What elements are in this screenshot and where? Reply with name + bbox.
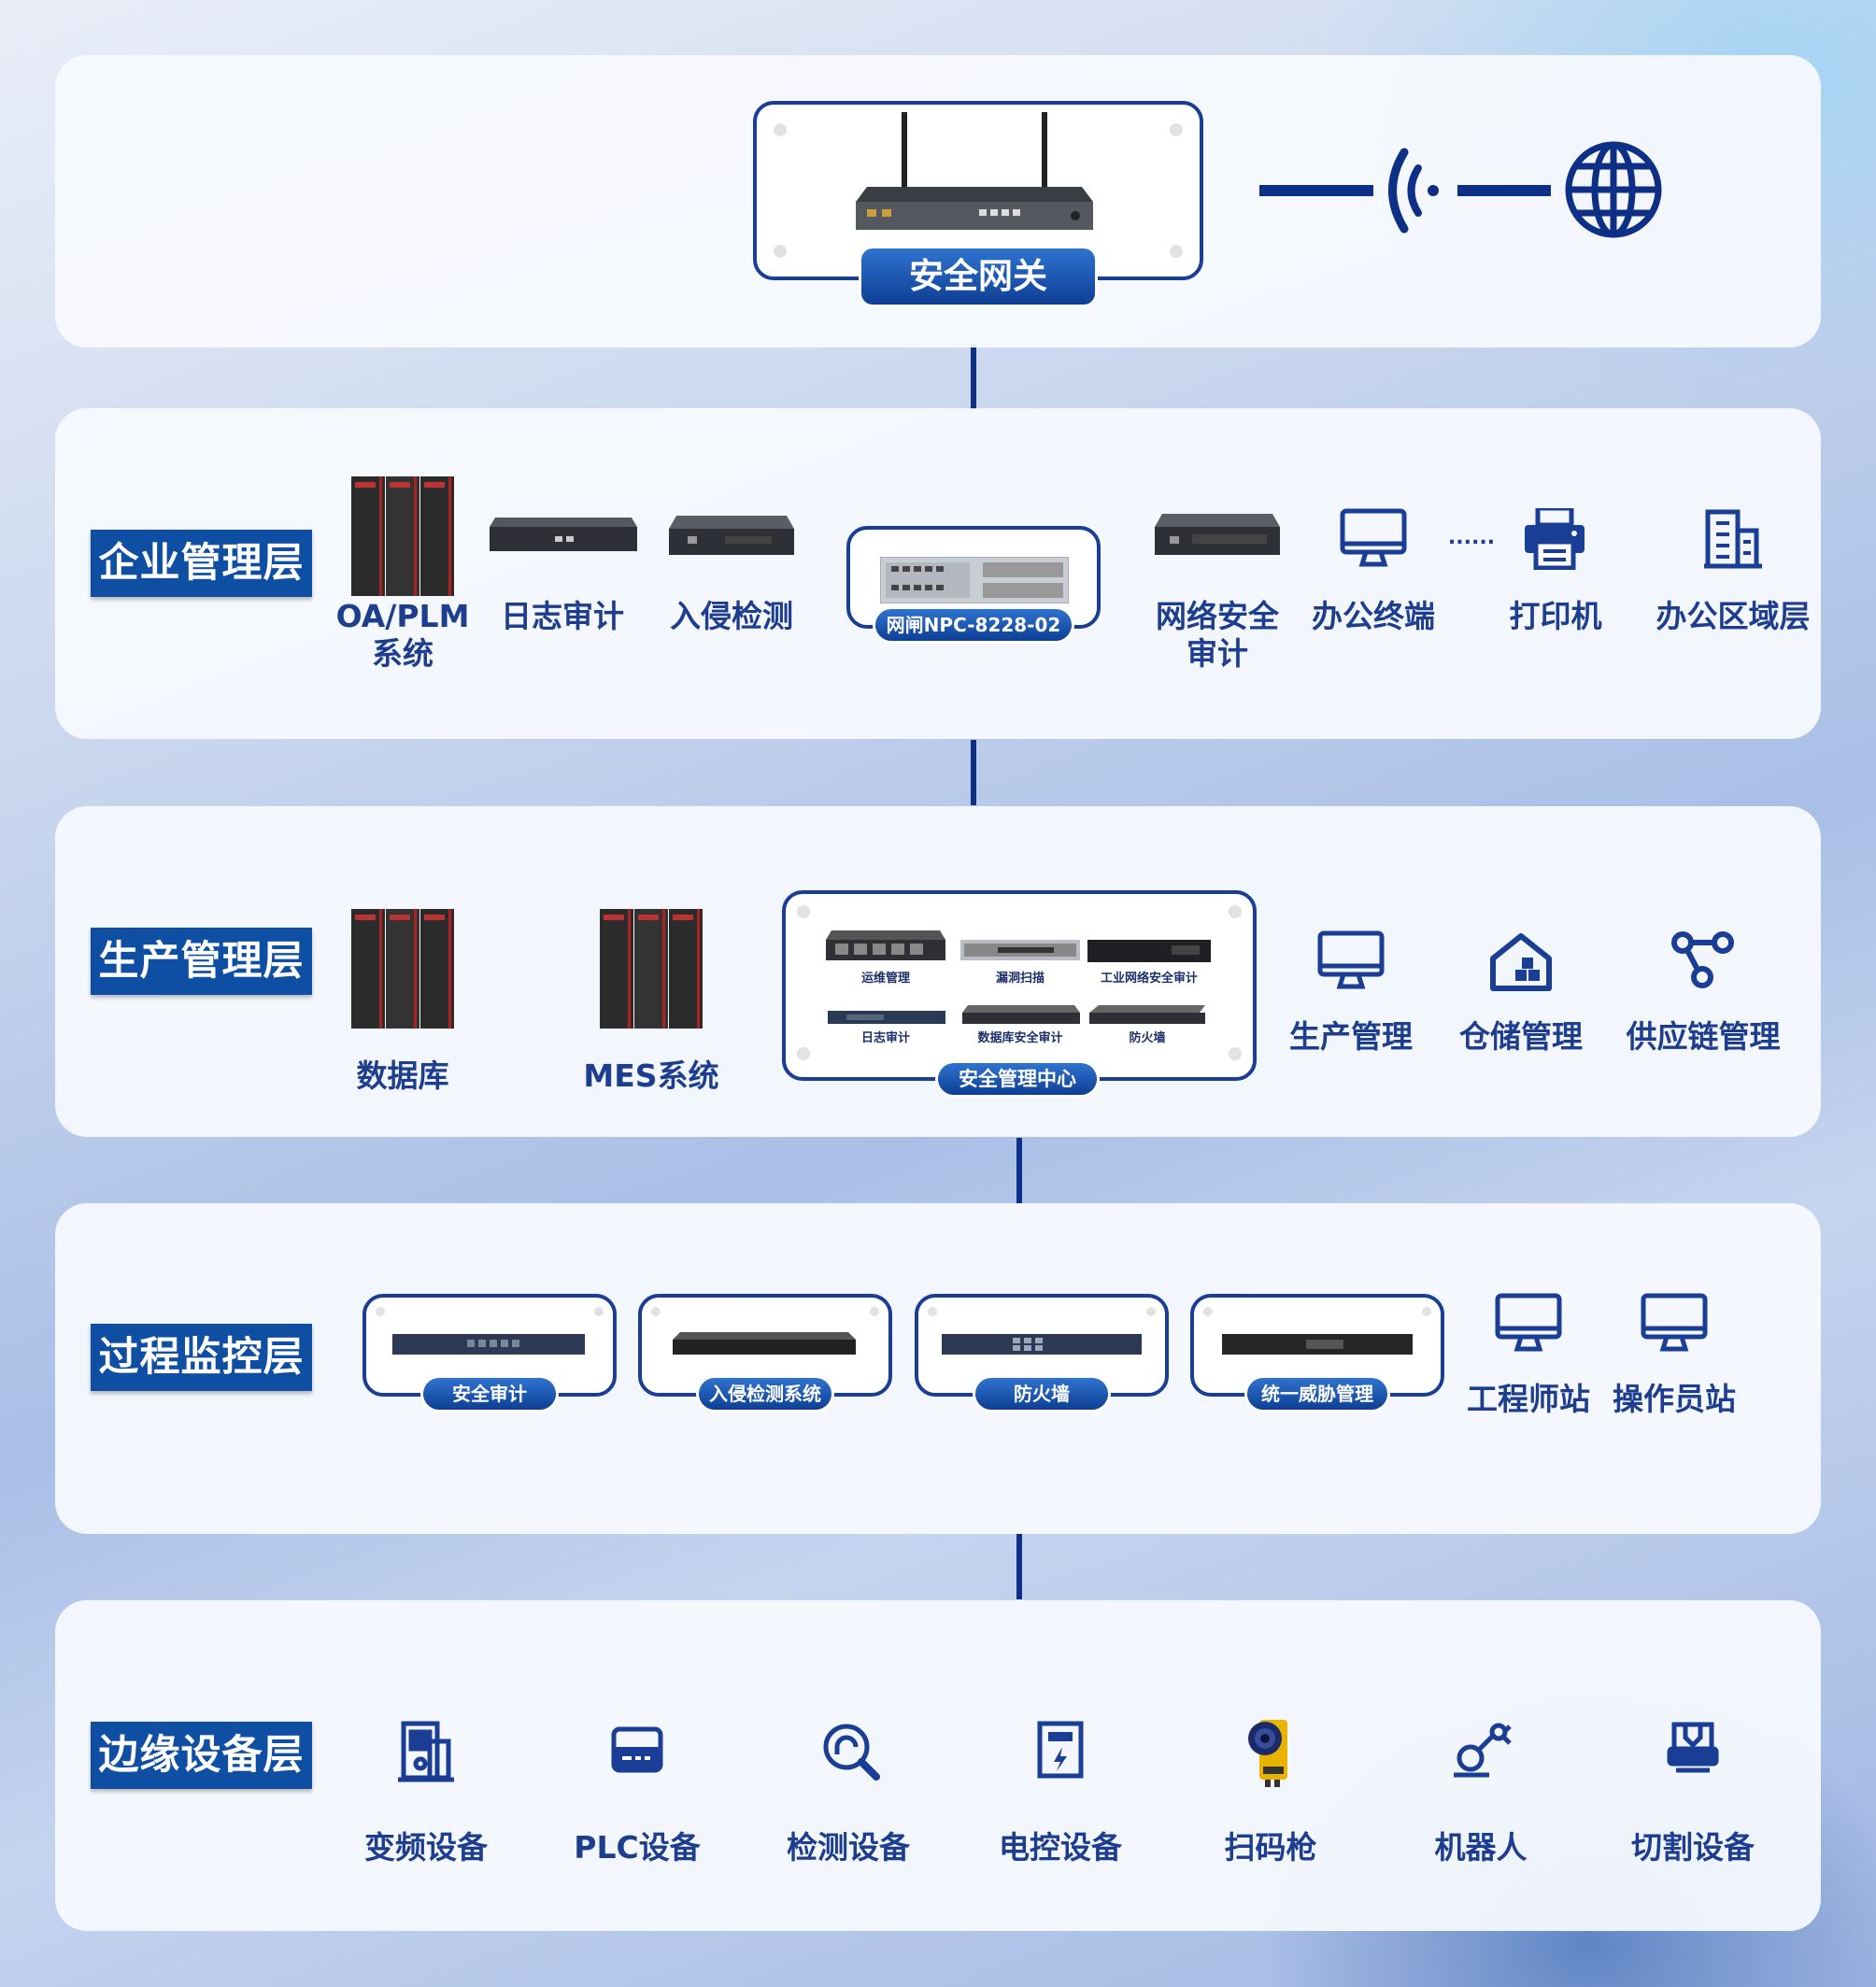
plc-caption: PLC设备: [574, 1829, 701, 1866]
robot-arm-icon: [1452, 1721, 1512, 1779]
vuln-scan-caption: 漏洞扫描: [995, 972, 1045, 986]
production-layer-label: 生产管理层: [91, 928, 312, 995]
barcode-scanner-caption: 扫码枪: [1224, 1829, 1317, 1866]
monitor-icon: [1340, 508, 1407, 570]
supply-chain-icon: [1670, 930, 1736, 990]
industrial-audit-device-icon: [1087, 940, 1211, 962]
production-management-caption: 生产管理: [1289, 1018, 1413, 1055]
mes-caption: MES系统: [583, 1057, 719, 1094]
supply-chain-caption: 供应链管理: [1626, 1018, 1781, 1055]
db-audit-caption: 数据库安全审计: [977, 1031, 1063, 1045]
monitor-icon: [1495, 1293, 1562, 1355]
operator-station-caption: 操作员站: [1613, 1381, 1736, 1417]
engineer-station-caption: 工程师站: [1467, 1381, 1590, 1417]
log-audit-mini-caption: 日志审计: [860, 1031, 910, 1045]
security-center-frame: [782, 890, 1257, 1081]
gatekeeper-label: 网闸NPC-8228-02: [875, 609, 1072, 641]
inspection-caption: 检测设备: [787, 1829, 910, 1866]
electric-control-caption: 电控设备: [999, 1829, 1122, 1866]
firewall-mini-caption: 防火墙: [1129, 1031, 1166, 1045]
ellipsis-text: ......: [1447, 526, 1496, 549]
server-rack-icon: [351, 909, 454, 1029]
utm-device-icon: [1222, 1334, 1413, 1355]
connector-line: [1016, 1138, 1022, 1203]
barcode-scanner-icon: [1246, 1714, 1299, 1789]
security-audit-device-icon: [392, 1334, 585, 1355]
edge-layer-panel: [55, 1600, 1821, 1931]
globe-icon: [1562, 138, 1665, 241]
utm-label: 统一威胁管理: [1247, 1378, 1387, 1410]
server-rack-icon: [351, 476, 454, 596]
printer-caption: 打印机: [1509, 598, 1602, 634]
ops-management-caption: 运维管理: [860, 972, 910, 986]
firewall-device-icon: [942, 1334, 1142, 1355]
enterprise-layer-label: 企业管理层: [91, 530, 312, 597]
rack-appliance-icon: [669, 516, 794, 557]
db-audit-device-icon: [962, 1005, 1080, 1024]
log-audit-caption: 日志审计: [501, 598, 624, 634]
network-security-audit-caption: 网络安全审计: [1156, 598, 1279, 672]
electric-control-icon: [1037, 1721, 1084, 1779]
rack-appliance-icon: [490, 518, 637, 553]
plc-icon: [611, 1726, 663, 1773]
router-icon: [848, 112, 1101, 243]
firewall-device-icon: [1089, 1005, 1205, 1026]
gatekeeper-device-icon: [880, 557, 1069, 603]
database-caption: 数据库: [356, 1057, 449, 1094]
office-area-caption: 办公区域层: [1656, 598, 1811, 634]
printer-icon: [1523, 508, 1586, 570]
gateway-label: 安全网关: [861, 248, 1095, 305]
cutting-machine-icon: [1667, 1719, 1719, 1775]
monitor-icon: [1317, 930, 1385, 992]
industrial-audit-caption: 工业网络安全审计: [1100, 972, 1198, 986]
wifi-signal-icon: [1259, 138, 1558, 241]
monitor-icon: [1641, 1293, 1708, 1355]
log-audit-device-icon: [828, 1011, 945, 1024]
ids-device-icon: [673, 1332, 856, 1355]
security-center-label: 安全管理中心: [938, 1063, 1097, 1095]
ops-management-device-icon: [826, 930, 945, 962]
connector-line: [1016, 1534, 1022, 1599]
connector-line: [971, 344, 976, 409]
ids-label: 入侵检测系统: [699, 1378, 831, 1410]
edge-layer-label: 边缘设备层: [91, 1722, 312, 1789]
connector-line: [971, 740, 976, 805]
server-rack-icon: [600, 909, 703, 1029]
inverter-caption: 变频设备: [364, 1829, 488, 1866]
firewall-label: 防火墙: [975, 1378, 1108, 1410]
security-audit-label: 安全审计: [423, 1378, 556, 1410]
robot-caption: 机器人: [1434, 1829, 1528, 1866]
vuln-scan-device-icon: [960, 940, 1080, 960]
warehouse-icon: [1487, 930, 1555, 992]
inspection-icon: [820, 1721, 880, 1781]
intrusion-detection-caption: 入侵检测: [670, 598, 793, 634]
process-layer-label: 过程监控层: [91, 1324, 312, 1391]
warehouse-management-caption: 仓储管理: [1459, 1018, 1583, 1055]
office-terminal-caption: 办公终端: [1312, 598, 1435, 634]
building-icon: [1704, 508, 1762, 570]
cutting-device-caption: 切割设备: [1631, 1829, 1755, 1866]
rack-appliance-icon: [1155, 514, 1280, 557]
inverter-icon: [398, 1721, 454, 1782]
